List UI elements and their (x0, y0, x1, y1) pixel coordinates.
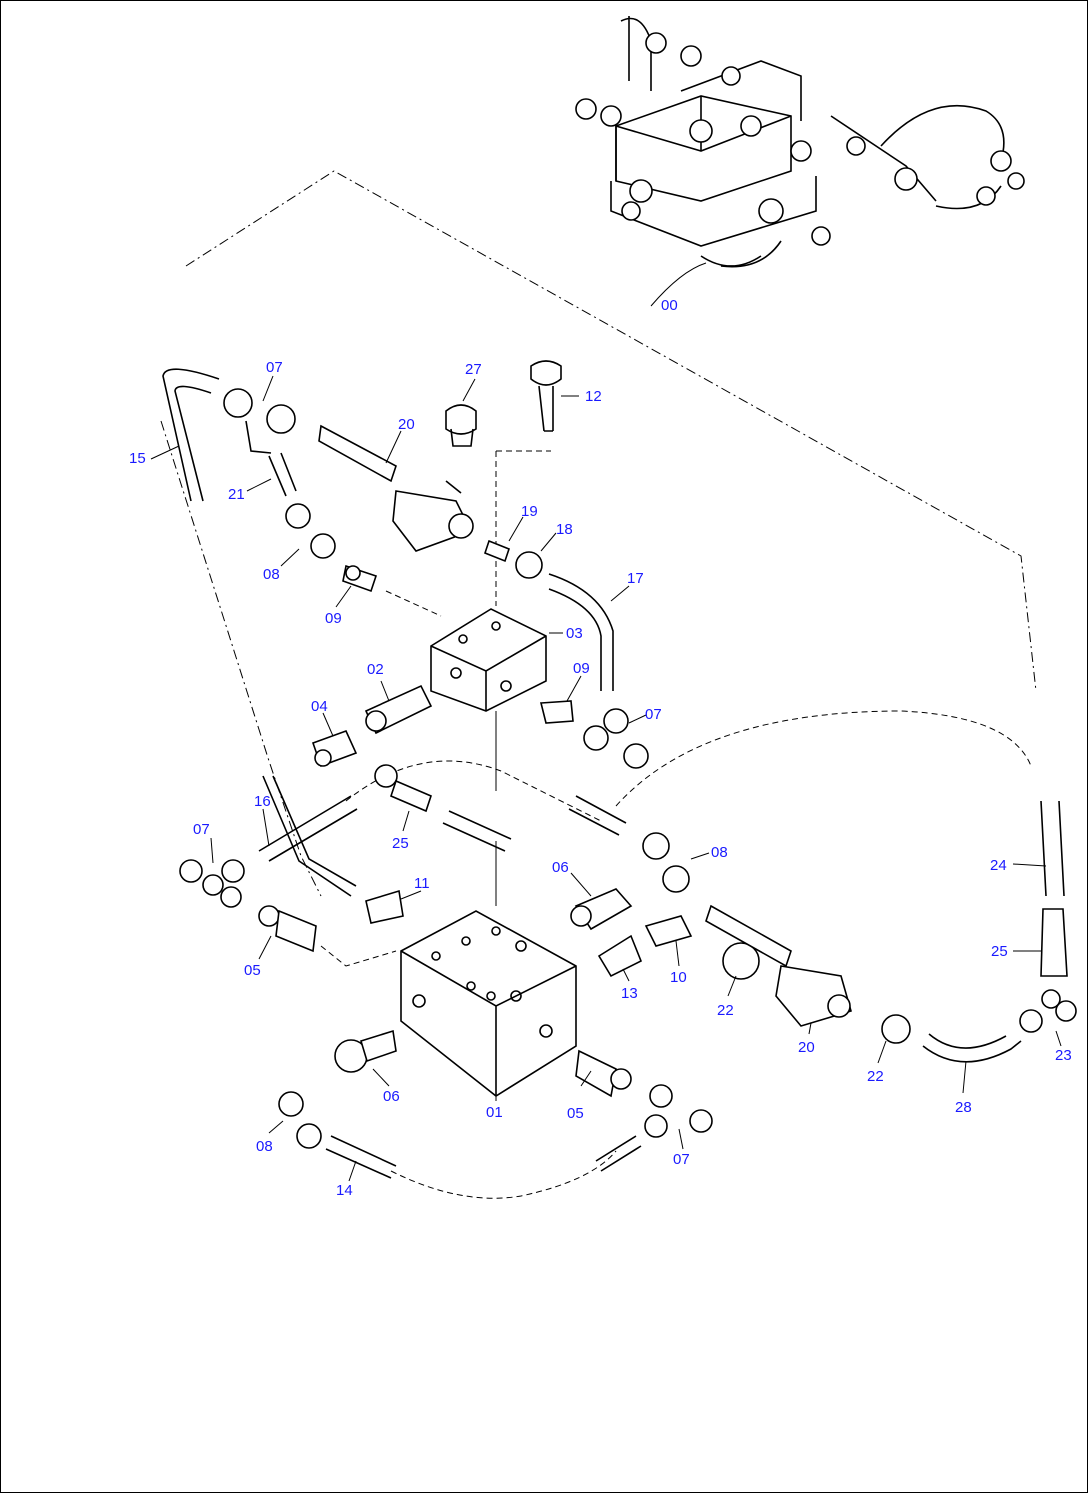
label-09-left: 09 (325, 610, 342, 627)
label-21: 21 (228, 486, 245, 503)
bolt-12 (530, 360, 562, 432)
axis-05 (320, 945, 397, 967)
phantom-hose-16 (345, 760, 602, 822)
label-04: 04 (311, 698, 328, 715)
nut-22-lower (881, 1014, 911, 1044)
valve-06-top (570, 888, 633, 931)
label-17: 17 (627, 570, 644, 587)
fitting-13 (597, 934, 643, 978)
fitting-11 (365, 889, 404, 924)
valve-05-lower (575, 1049, 632, 1098)
elbow-fitting-08-bottom (278, 1091, 322, 1149)
hose-14-end (595, 1135, 642, 1172)
pipe-15 (162, 368, 220, 502)
phantom-line-left (160, 420, 322, 897)
label-08-bottom: 08 (256, 1138, 273, 1155)
label-07-top: 07 (266, 359, 283, 376)
label-08-right: 08 (711, 844, 728, 861)
hose-16 (258, 795, 358, 862)
label-05-lower: 05 (567, 1105, 584, 1122)
label-11: 11 (414, 875, 430, 892)
pipe-28 (922, 1033, 1022, 1063)
label-06-top: 06 (552, 859, 569, 876)
tee-fitting-23 (1019, 989, 1077, 1033)
label-15: 15 (129, 450, 146, 467)
label-05-left: 05 (244, 962, 261, 979)
label-01: 01 (486, 1104, 503, 1121)
plug-27 (445, 404, 477, 447)
elbow-fitting-08-top (285, 503, 336, 559)
hose-24 (1040, 800, 1065, 897)
label-20-lower: 20 (798, 1039, 815, 1056)
valve-05-left (258, 905, 317, 953)
tee-fitting-07-mid (583, 708, 649, 769)
label-20-top: 20 (398, 416, 415, 433)
ball-valve-20-lower (705, 904, 852, 1027)
part-labels: 00 01 02 03 04 05 05 06 06 07 07 07 07 0… (129, 297, 1072, 1199)
label-28: 28 (955, 1099, 972, 1116)
hose-fitting-25-mid (374, 764, 432, 813)
phantom-hose-24 (615, 710, 1032, 807)
valve-block-03 (430, 608, 547, 712)
hose-mid (442, 810, 512, 852)
pipe-17 (548, 573, 614, 691)
hose-mid-right (568, 795, 627, 836)
label-13: 13 (621, 985, 638, 1002)
phantom-hose-14 (390, 1150, 617, 1199)
axis-12-03 (495, 450, 551, 606)
label-07-bottom: 07 (673, 1151, 690, 1168)
fitting-10 (644, 915, 693, 947)
nut-18 (515, 551, 543, 579)
label-22-lower: 22 (867, 1068, 884, 1085)
elbow-fitting-08-right (642, 832, 690, 893)
label-03: 03 (566, 625, 583, 642)
label-27: 27 (465, 361, 482, 378)
label-09-right: 09 (573, 660, 590, 677)
valve-block-01 (400, 910, 577, 1097)
gauge-22-upper (722, 942, 760, 980)
hose-fitting-25-right (1040, 908, 1068, 977)
label-08-top: 08 (263, 566, 280, 583)
leader-00 (650, 262, 707, 307)
label-19: 19 (521, 503, 538, 520)
label-16: 16 (254, 793, 271, 810)
tee-fitting-07-bottom (644, 1084, 713, 1138)
hose-14 (325, 1135, 397, 1179)
label-07-mid: 07 (645, 706, 662, 723)
phantom-outline (185, 170, 1037, 692)
label-14: 14 (336, 1182, 353, 1199)
axis-09 (385, 590, 442, 617)
elbow-fitting-07-top (223, 388, 296, 454)
fitting-19 (484, 539, 510, 563)
label-23: 23 (1055, 1047, 1072, 1064)
leader-lines (150, 375, 1062, 1182)
valve-06-lower (334, 1029, 397, 1073)
adapter-09-left (342, 564, 378, 593)
pipe-15-lower (262, 775, 357, 897)
label-24: 24 (990, 857, 1007, 874)
label-07-left: 07 (193, 821, 210, 838)
pipe-21 (268, 452, 297, 497)
label-22-upper: 22 (717, 1002, 734, 1019)
cartridge-02 (364, 684, 433, 735)
tee-fitting-07-left (179, 859, 245, 908)
label-25-right: 25 (991, 943, 1008, 960)
tee-fitting-04 (311, 729, 358, 768)
ball-valve-20-top (318, 424, 474, 552)
adapter-09-right (539, 700, 574, 724)
label-06-lower: 06 (383, 1088, 400, 1105)
label-00: 00 (661, 297, 678, 314)
label-25-mid: 25 (392, 835, 409, 852)
label-12: 12 (585, 388, 602, 405)
label-02: 02 (367, 661, 384, 678)
label-18: 18 (556, 521, 573, 538)
assembled-valve-unit (575, 16, 1025, 268)
label-10: 10 (670, 969, 687, 986)
